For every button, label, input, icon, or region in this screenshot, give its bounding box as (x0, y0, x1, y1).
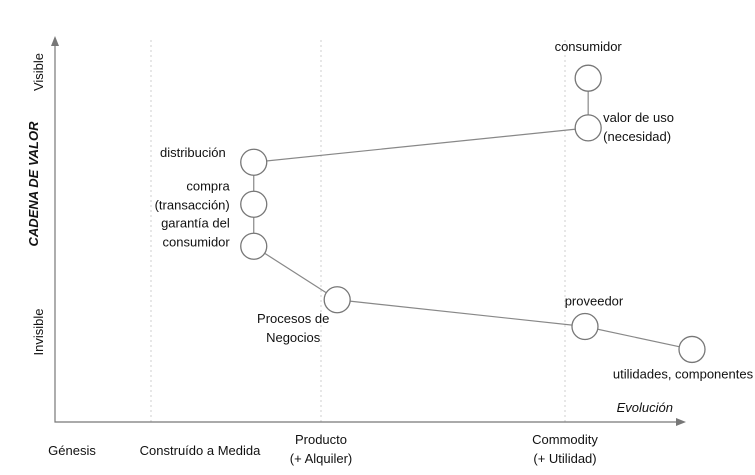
y-axis-arrowhead (51, 36, 59, 46)
node-consumidor[interactable] (574, 64, 602, 92)
label-procesos: Procesos de (257, 311, 329, 326)
label-compra: compra (186, 178, 230, 193)
evolution-stage-label: (+ Utilidad) (533, 451, 596, 466)
label-proveedor: proveedor (565, 294, 624, 309)
label-procesos: Negocios (266, 330, 321, 345)
link-garantia-procesos (253, 245, 338, 301)
component-nodes (240, 64, 706, 364)
link-procesos-proveedor (337, 299, 586, 328)
evolution-stage-label: Construído a Medida (140, 443, 261, 458)
label-garantia: consumidor (163, 234, 231, 249)
node-distribucion[interactable] (240, 148, 268, 176)
label-distribucion: distribución (160, 145, 226, 160)
label-valor_uso: (necesidad) (603, 129, 671, 144)
label-garantia: garantía del (161, 215, 230, 230)
component-labels: consumidor valor de uso (necesidad) distrib… (155, 39, 754, 381)
axes-frame (54, 40, 682, 423)
stage-gridlines (150, 40, 566, 422)
node-compra[interactable] (240, 190, 268, 218)
link-proveedor-utilidades (584, 325, 693, 351)
node-utilidades[interactable] (678, 335, 706, 364)
y-axis-title: CADENA DE VALOR (26, 121, 41, 247)
label-valor_uso: valor de uso (603, 110, 674, 125)
link-valor_uso-distribucion (253, 127, 589, 163)
label-utilidades: utilidades, componentes (613, 366, 754, 381)
axes (51, 36, 686, 426)
node-valor_uso[interactable] (574, 114, 602, 142)
evolution-stage-label: Producto (295, 432, 347, 447)
x-axis-arrowhead (676, 418, 686, 426)
evolution-stage-label: (+ Alquiler) (290, 451, 353, 466)
label-compra: (transacción) (155, 197, 230, 212)
node-procesos[interactable] (323, 286, 351, 314)
evolution-stages: Génesis Construído a Medida Producto (+ Alq… (48, 432, 598, 466)
node-garantia[interactable] (240, 232, 268, 260)
y-axis-visible-label: Visible (31, 53, 46, 91)
label-consumidor: consumidor (555, 39, 623, 54)
x-axis-title: Evolución (617, 400, 673, 415)
node-proveedor[interactable] (571, 312, 599, 341)
evolution-stage-label: Génesis (48, 443, 96, 458)
evolution-stage-label: Commodity (532, 432, 598, 447)
y-axis-invisible-label: Invisible (31, 309, 46, 356)
